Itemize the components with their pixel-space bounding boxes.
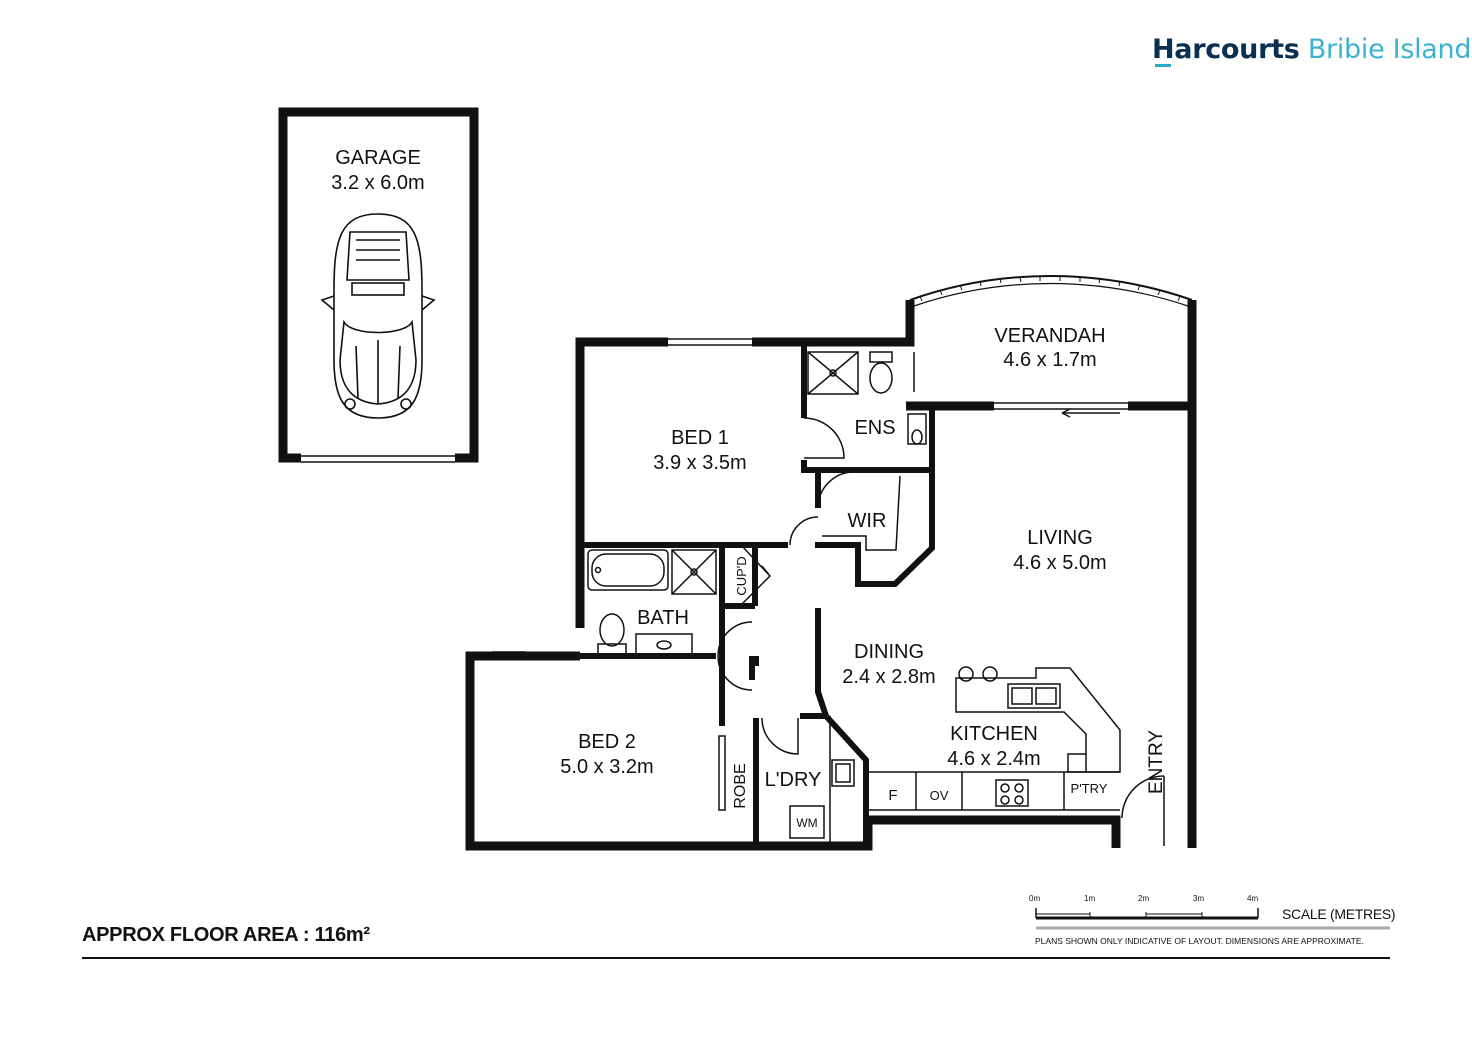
windows (492, 338, 1128, 660)
fridge-label: F (888, 787, 897, 804)
door-swings (717, 417, 1165, 846)
footer-divider (82, 957, 1390, 959)
ldry-label: L'DRY (765, 769, 822, 791)
cupd-label: CUP'D (734, 556, 749, 595)
kitchen-size: 4.6 x 2.4m (947, 748, 1040, 770)
bed2-size: 5.0 x 3.2m (560, 756, 653, 778)
kitchen-label: KITCHEN (950, 723, 1038, 745)
scale-tick-4: 4m (1247, 894, 1259, 903)
entry-label: ENTRY (1146, 730, 1167, 794)
car-icon (320, 213, 436, 419)
living-size: 4.6 x 5.0m (1013, 552, 1106, 574)
brand-location: Bribie Island (1307, 34, 1472, 65)
wir-shelf (822, 475, 901, 551)
wm-label: WM (796, 816, 817, 830)
dining-size: 2.4 x 2.8m (842, 666, 935, 688)
garage-size: 3.2 x 6.0m (331, 172, 424, 194)
pantry-label: P'TRY (1071, 781, 1108, 796)
scale-note: PLANS SHOWN ONLY INDICATIVE OF LAYOUT. D… (1035, 936, 1364, 946)
robe-label: ROBE (732, 763, 749, 808)
scale-tick-3: 3m (1193, 894, 1205, 903)
bed1-label: BED 1 (671, 427, 729, 449)
bed1-size: 3.9 x 3.5m (653, 452, 746, 474)
brand-name: Harcourts (1152, 34, 1300, 65)
scale-tick-0: 0m (1029, 894, 1041, 903)
scale-tick-1: 1m (1084, 894, 1096, 903)
oven-label: OV (930, 788, 949, 803)
laundry-fixtures (789, 716, 855, 846)
verandah-walls (909, 275, 1193, 307)
brand-underline (1155, 64, 1171, 67)
brand-logo: Harcourts Bribie Island (1152, 34, 1472, 65)
bed2-label: BED 2 (578, 731, 636, 753)
floor-area-label: APPROX FLOOR AREA : 116m² (82, 924, 370, 946)
scale-title: SCALE (METRES) (1282, 906, 1396, 922)
garage-walls (278, 107, 479, 463)
wir-label: WIR (848, 510, 887, 532)
scale-bar (1035, 908, 1390, 930)
ensuite-fixtures (807, 351, 927, 445)
robe-rail (718, 735, 726, 811)
internal-walls (580, 342, 935, 846)
living-label: LIVING (1027, 527, 1093, 549)
verandah-size: 4.6 x 1.7m (1003, 349, 1096, 371)
scale-tick-2: 2m (1138, 894, 1150, 903)
verandah-label: VERANDAH (994, 325, 1105, 347)
ens-label: ENS (854, 417, 895, 439)
bath-fixtures (587, 549, 717, 655)
kitchen-fixtures (868, 666, 1121, 811)
bath-label: BATH (637, 607, 689, 629)
dining-label: DINING (854, 641, 924, 663)
garage-label: GARAGE (335, 147, 421, 169)
